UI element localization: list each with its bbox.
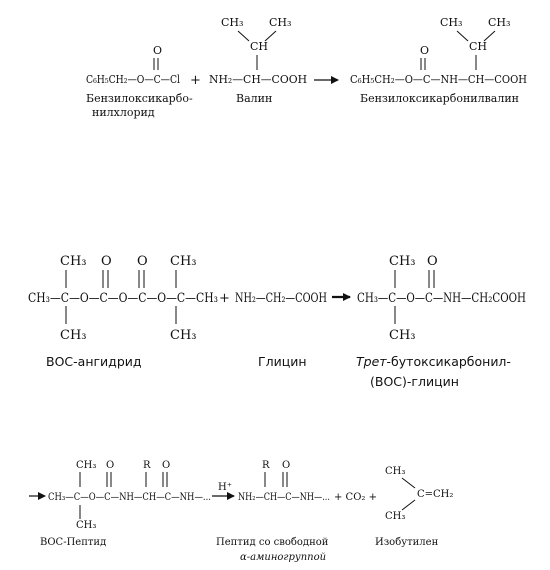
benzyloxycarbonylvaline: O CH₃ CH₃ CH C₆H₅CH₂—O—C—NH—CH—COOH Бенз…	[350, 16, 527, 105]
bond-line	[264, 30, 277, 42]
compound-name: Бензилоксикарбонилвалин	[360, 92, 519, 105]
compound-name: Пептид со свободной	[216, 537, 329, 548]
formula-chain: NH₂—CH—COOH	[209, 73, 307, 86]
r-group-label: R	[262, 460, 270, 471]
oxo-label: O	[106, 460, 114, 471]
methyl-label: CH₃	[389, 328, 416, 343]
methyl-label: CH₃	[60, 328, 87, 343]
compound-name: α-аминогруппой	[240, 552, 326, 563]
benzyloxycarbonyl-chloride: O C₆H₅CH₂—O—C—Cl Бензилоксикарбо- нилхло…	[86, 44, 193, 119]
isobutylene: CH₃ CH₃ C=CH₂ Изобутилен	[375, 466, 453, 548]
reaction-1: O C₆H₅CH₂—O—C—Cl Бензилоксикарбо- нилхло…	[86, 16, 527, 119]
bond-line	[401, 477, 416, 489]
oxo-label: O	[153, 44, 162, 57]
formula-chain: C₆H₅CH₂—O—C—Cl	[86, 73, 180, 86]
methyl-label: CH₃	[221, 16, 243, 29]
italic-prefix: Трет	[356, 354, 387, 369]
methyl-label: CH₃	[60, 254, 87, 269]
glycine: NH₂—CH₂—COOH Глицин	[235, 291, 327, 369]
oxo-label: O	[137, 254, 148, 269]
methyl-label: CH₃	[440, 16, 462, 29]
peptide-free-amine: R O NH₂—CH—C—NH—... Пептид со свободной …	[216, 460, 330, 563]
methyl-label: CH₃	[269, 16, 291, 29]
formula-chain: CH₃—C—O—C—O—C—O—C—CH₃	[28, 291, 218, 306]
compound-name: Трет-бутоксикарбонил-	[356, 354, 511, 369]
bond-line	[456, 30, 469, 42]
alkene-label: C=CH₂	[417, 489, 453, 500]
ch-label: CH	[469, 40, 487, 53]
methyl-label: CH₃	[389, 254, 416, 269]
formula-chain: CH₃—C—O—C—NH—CH—C—NH—...	[48, 492, 211, 503]
name-rest: -бутоксикарбонил-	[387, 354, 511, 369]
oxo-label: O	[162, 460, 170, 471]
boc-glycine: CH₃ CH₃ O CH₃—C—O—C—NH—CH₂COOH Трет-буто…	[356, 254, 526, 389]
compound-name: ВОС-Пептид	[40, 537, 106, 548]
formula-chain: NH₂—CH₂—COOH	[235, 291, 327, 306]
formula-chain: CH₃—C—O—C—NH—CH₂COOH	[357, 291, 526, 306]
valine: CH₃ CH₃ CH NH₂—CH—COOH Валин	[209, 16, 307, 105]
formula-chain: NH₂—CH—C—NH—...	[238, 492, 330, 503]
oxo-label: O	[420, 44, 429, 57]
compound-name: (ВОС)-глицин	[370, 374, 459, 389]
boc-peptide: CH₃ CH₃ O R O CH₃—C—O—C—NH—CH—C—NH—... В…	[40, 460, 211, 548]
compound-name: Глицин	[258, 354, 307, 369]
methyl-label: CH₃	[170, 328, 197, 343]
compound-name: ВОС-ангидрид	[46, 354, 142, 369]
methyl-label: CH₃	[76, 460, 96, 471]
compound-name: Изобутилен	[375, 537, 439, 548]
co2-byproduct: + CO₂ +	[334, 492, 377, 503]
compound-name: Валин	[236, 92, 272, 105]
catalyst-label: H⁺	[218, 482, 232, 493]
reaction-2: CH₃ CH₃ CH₃ CH₃ O O CH₃—C—O—C—O—C—O—C—CH…	[28, 254, 526, 389]
plus-sign: +	[190, 73, 201, 88]
oxo-label: O	[282, 460, 290, 471]
reaction-3: CH₃ CH₃ O R O CH₃—C—O—C—NH—CH—C—NH—... В…	[29, 460, 453, 563]
methyl-label: CH₃	[76, 520, 96, 531]
boc-anhydride: CH₃ CH₃ CH₃ CH₃ O O CH₃—C—O—C—O—C—O—C—CH…	[28, 254, 218, 369]
formula-chain: C₆H₅CH₂—O—C—NH—CH—COOH	[350, 73, 527, 86]
ch-label: CH	[250, 40, 268, 53]
methyl-label: CH₃	[170, 254, 197, 269]
methyl-label: CH₃	[385, 511, 405, 522]
bond-line	[401, 499, 416, 511]
plus-sign: +	[219, 291, 230, 306]
compound-name: нилхлорид	[92, 106, 155, 119]
methyl-label: CH₃	[385, 466, 405, 477]
r-group-label: R	[143, 460, 151, 471]
oxo-label: O	[427, 254, 438, 269]
methyl-label: CH₃	[488, 16, 510, 29]
oxo-label: O	[101, 254, 112, 269]
bond-line	[237, 30, 250, 42]
bond-line	[483, 30, 496, 42]
compound-name: Бензилоксикарбо-	[86, 92, 193, 105]
